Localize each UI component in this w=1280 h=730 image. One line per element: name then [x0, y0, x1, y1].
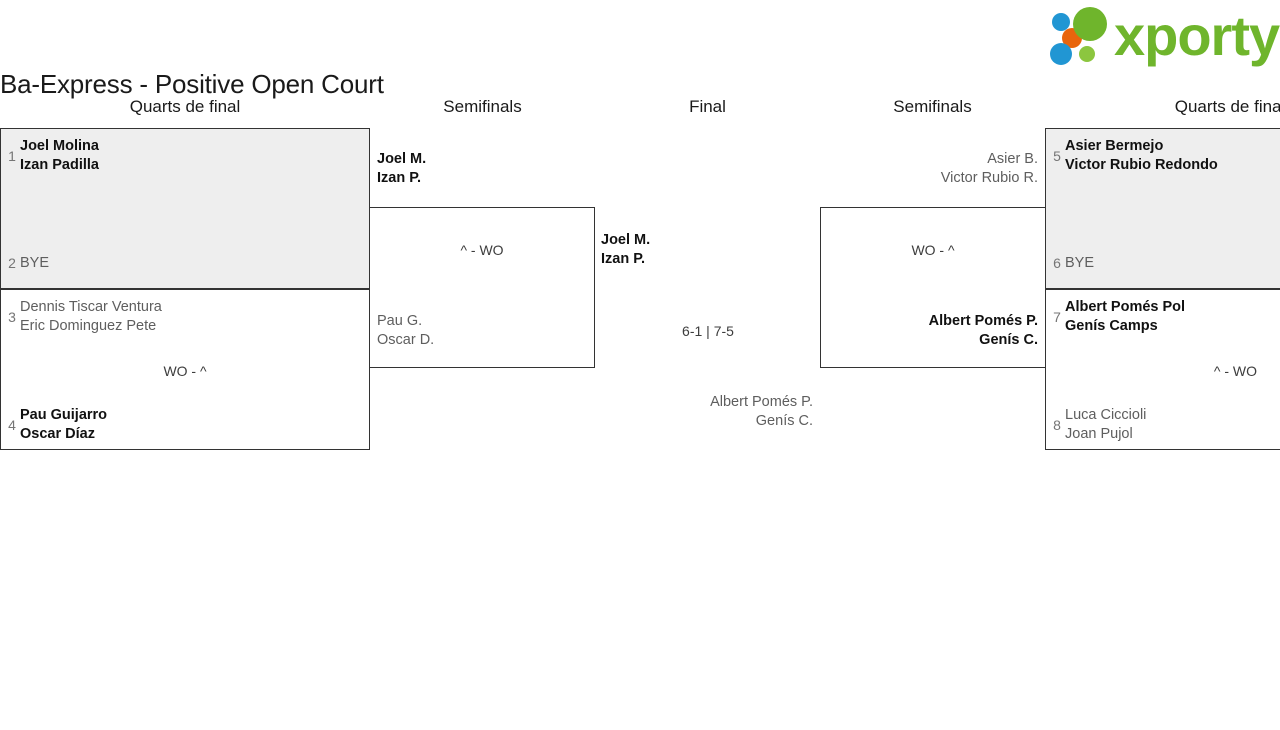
player-line-2: Joan Pujol: [1065, 426, 1133, 442]
column-header-left-semis: Semifinals: [443, 97, 522, 116]
player-line-1: Asier Bermejo: [1065, 138, 1164, 154]
competitor-final-bottom[interactable]: Albert Pomés P. Genís C.: [595, 392, 813, 432]
competitor-seed-2[interactable]: 2 BYE: [4, 253, 364, 273]
seed-number: 4: [8, 416, 16, 433]
match-box-right-qf-2[interactable]: [1045, 289, 1280, 450]
competitor-names: Joel Molina Izan Padilla: [20, 137, 99, 175]
competitor-names: Albert Pomés P. Genís C.: [929, 312, 1038, 350]
seed-number: 5: [1053, 147, 1061, 164]
seed-number: 8: [1053, 416, 1061, 433]
player-line-2: Izan P.: [601, 251, 646, 267]
competitor-names: Pau Guijarro Oscar Díaz: [20, 406, 107, 444]
competitor-names: Joel M. Izan P.: [377, 150, 426, 188]
player-line-1: Albert Pomés Pol: [1065, 299, 1186, 315]
competitor-names: Pau G. Oscar D.: [377, 312, 434, 350]
player-line-1: Asier B.: [987, 151, 1038, 167]
logo-wordmark: xporty: [1114, 4, 1280, 67]
competitor-final-top[interactable]: Joel M. Izan P.: [601, 230, 811, 270]
competitor-seed-8[interactable]: 8 Luca Ciccioli Joan Pujol: [1049, 405, 1280, 445]
seed-number: 2: [8, 254, 16, 271]
competitor-left-semi-bottom[interactable]: Pau G. Oscar D.: [377, 311, 587, 351]
player-line-1: Joel Molina: [20, 138, 99, 154]
match-box-left-qf-2[interactable]: [0, 289, 370, 450]
match-box-left-semifinal[interactable]: [369, 207, 595, 368]
xporty-logo[interactable]: xporty: [1048, 4, 1280, 70]
competitor-seed-5[interactable]: 5 Asier Bermejo Victor Rubio Redondo: [1049, 136, 1280, 176]
match-box-left-qf-1[interactable]: [0, 128, 370, 289]
tournament-name: Ba-Express - Positive Open Court: [0, 69, 384, 99]
player-line-1: Albert Pomés P.: [928, 313, 1038, 329]
bye-label: BYE: [1065, 254, 1095, 271]
player-line-1: Dennis Tiscar Ventura: [20, 299, 162, 315]
player-line-2: Oscar D.: [377, 332, 435, 348]
player-line-1: Joel M.: [601, 232, 651, 248]
match-score-final: 6-1 | 7-5: [682, 323, 734, 339]
column-header-final: Final: [689, 97, 726, 116]
competitor-names: Dennis Tiscar Ventura Eric Dominguez Pet…: [20, 298, 162, 336]
player-line-2: Oscar Díaz: [20, 426, 95, 442]
competitor-names: Joel M. Izan P.: [601, 231, 650, 269]
player-line-1: Albert Pomés P.: [710, 394, 813, 410]
competitor-names: Albert Pomés Pol Genís Camps: [1065, 298, 1185, 336]
match-score-right-qf-2: ^ - WO: [1213, 363, 1257, 379]
player-line-1: Joel M.: [377, 151, 427, 167]
column-header-left-quarters: Quarts de final: [129, 97, 241, 116]
player-line-2: Genís C.: [979, 332, 1038, 348]
competitor-seed-1[interactable]: 1 Joel Molina Izan Padilla: [4, 136, 364, 176]
seed-number: 7: [1053, 308, 1061, 325]
player-line-2: Genís C.: [755, 413, 813, 429]
bye-label: BYE: [20, 254, 50, 271]
competitor-right-semi-top[interactable]: Asier B. Victor Rubio R.: [828, 149, 1038, 189]
match-box-right-qf-1[interactable]: [1045, 128, 1280, 289]
competitor-seed-3[interactable]: 3 Dennis Tiscar Ventura Eric Dominguez P…: [4, 297, 364, 337]
player-line-1: Pau Guijarro: [20, 407, 108, 423]
competitor-seed-4[interactable]: 4 Pau Guijarro Oscar Díaz: [4, 405, 364, 445]
competitor-names: Luca Ciccioli Joan Pujol: [1065, 406, 1146, 444]
competitor-right-semi-bottom[interactable]: Albert Pomés P. Genís C.: [828, 311, 1038, 351]
competitor-left-semi-top[interactable]: Joel M. Izan P.: [377, 149, 587, 189]
player-line-1: Luca Ciccioli: [1065, 407, 1147, 423]
competitor-seed-6[interactable]: 6 BYE: [1049, 253, 1280, 273]
player-line-2: Eric Dominguez Pete: [20, 318, 157, 334]
match-score-right-semifinal: WO - ^: [911, 242, 955, 258]
seed-number: 1: [8, 147, 16, 164]
competitor-names: Asier B. Victor Rubio R.: [941, 150, 1038, 188]
match-score-left-qf-2: WO - ^: [163, 363, 207, 379]
competitor-names: Albert Pomés P. Genís C.: [710, 393, 813, 431]
player-line-2: Izan P.: [377, 170, 422, 186]
competitor-names: Asier Bermejo Victor Rubio Redondo: [1065, 137, 1218, 175]
player-line-1: Pau G.: [377, 313, 423, 329]
column-header-right-quarters: Quarts de final: [1174, 97, 1280, 116]
competitor-seed-7[interactable]: 7 Albert Pomés Pol Genís Camps: [1049, 297, 1280, 337]
player-line-2: Victor Rubio Redondo: [1065, 157, 1218, 173]
column-header-right-semis: Semifinals: [893, 97, 972, 116]
player-line-2: Genís Camps: [1065, 318, 1158, 334]
logo-dots-icon: [1050, 7, 1107, 65]
player-line-2: Victor Rubio R.: [940, 170, 1038, 186]
seed-number: 3: [8, 308, 16, 325]
match-score-left-semifinal: ^ - WO: [460, 242, 504, 258]
seed-number: 6: [1053, 254, 1061, 271]
player-line-2: Izan Padilla: [20, 157, 99, 173]
